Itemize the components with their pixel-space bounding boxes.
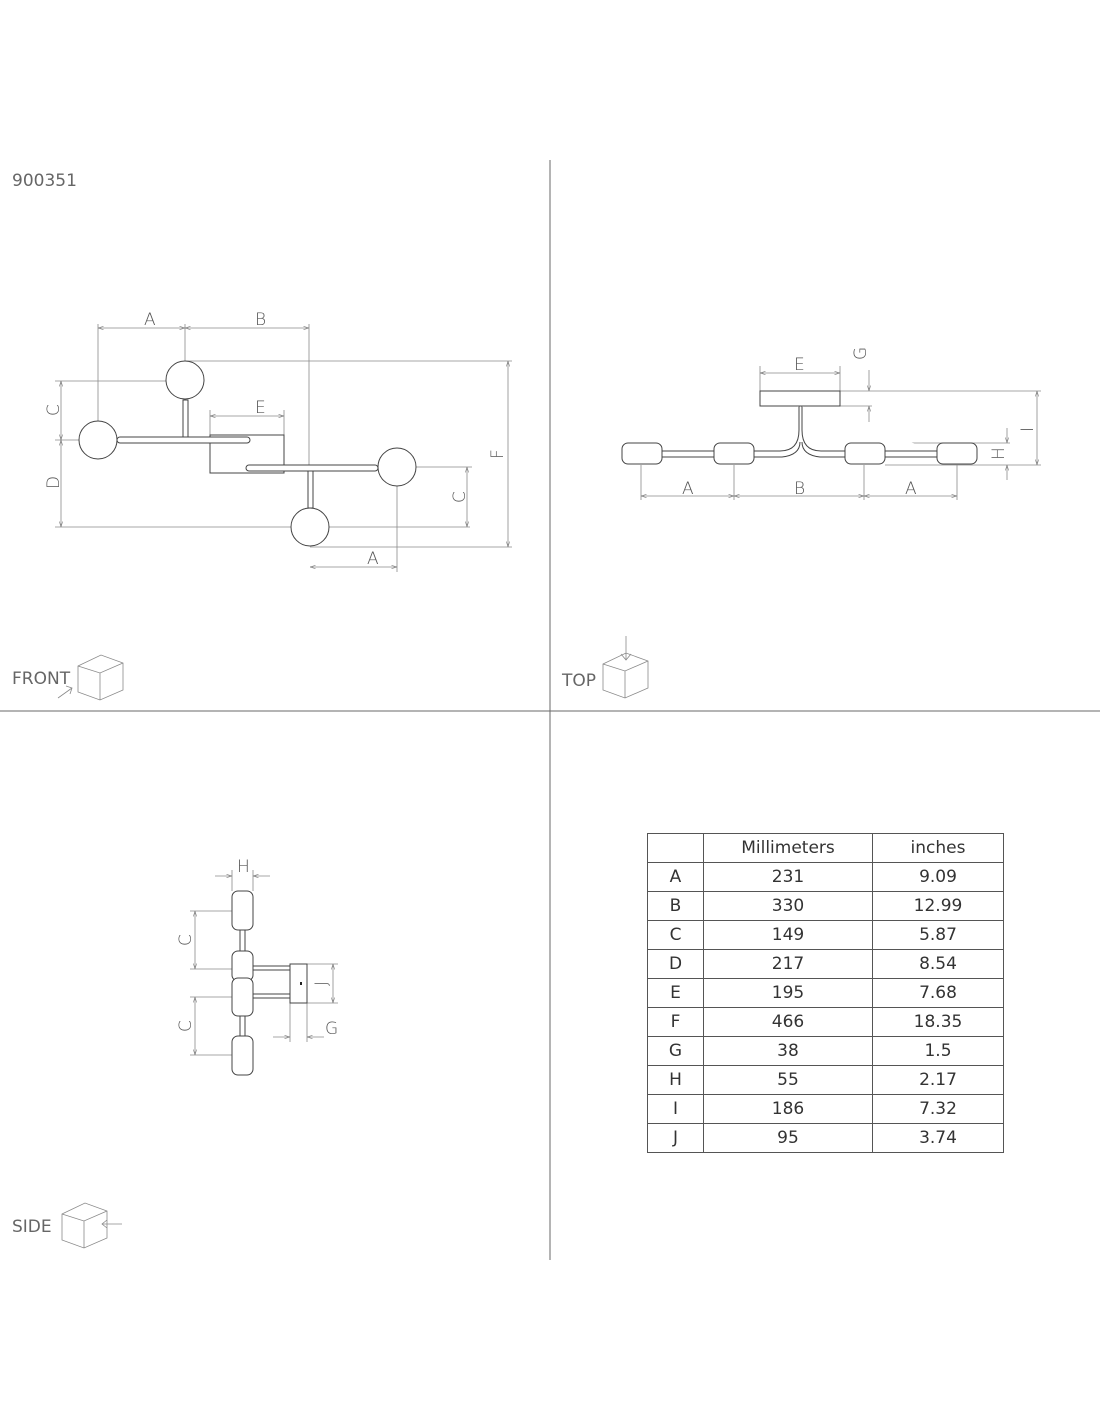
dim-label-h: H — [989, 447, 1009, 460]
inches-value: 9.09 — [872, 862, 1004, 892]
dimension-key: F — [647, 1007, 704, 1037]
product-code: 900351 — [12, 171, 77, 191]
millimeters-value: 186 — [703, 1094, 873, 1124]
globe-shade — [377, 447, 417, 487]
millimeters-value: 231 — [703, 862, 873, 892]
inches-value: 7.68 — [872, 978, 1004, 1008]
millimeters-value: 149 — [703, 920, 873, 950]
millimeters-value: 95 — [703, 1123, 873, 1153]
dimension-key: D — [647, 949, 704, 979]
dim-label-e: E — [255, 398, 266, 418]
dim-label-a: A — [682, 479, 694, 499]
dim-label-c: C — [176, 1020, 196, 1032]
dim-label-a: A — [144, 310, 156, 330]
millimeters-value: 38 — [703, 1036, 873, 1066]
dim-label-j: J — [312, 981, 332, 986]
dim-label-c: C — [44, 404, 64, 416]
dim-label-f: F — [488, 449, 508, 459]
inches-value: 2.17 — [872, 1065, 1004, 1095]
globe-shade — [165, 360, 205, 400]
top-view: E G I H A B A — [621, 347, 1041, 500]
header-inches: inches — [872, 833, 1004, 863]
header-millimeters: Millimeters — [703, 833, 873, 863]
millimeters-value: 55 — [703, 1065, 873, 1095]
table-header-row: Millimeters inches — [647, 833, 1004, 863]
dim-label-i: I — [1018, 427, 1038, 432]
globe-shade — [290, 507, 330, 547]
dimension-key: C — [647, 920, 704, 950]
inches-value: 5.87 — [872, 920, 1004, 950]
dim-label-g: G — [325, 1019, 338, 1039]
dim-label-d: D — [44, 476, 64, 489]
dim-label-e: E — [794, 355, 805, 375]
dimension-key: G — [647, 1036, 704, 1066]
side-view-cube-icon: SIDE — [12, 1202, 122, 1249]
front-view-label: FRONT — [12, 669, 71, 689]
millimeters-value: 195 — [703, 978, 873, 1008]
dim-label-c: C — [450, 491, 470, 503]
header-key — [647, 833, 704, 863]
top-view-cube-icon: TOP — [561, 636, 649, 699]
dim-label-h: H — [237, 857, 250, 877]
inches-value: 18.35 — [872, 1007, 1004, 1037]
dimension-key: B — [647, 891, 704, 921]
inches-value: 3.74 — [872, 1123, 1004, 1153]
dimension-key: I — [647, 1094, 704, 1124]
millimeters-value: 466 — [703, 1007, 873, 1037]
dim-label-a: A — [367, 549, 379, 569]
inches-value: 12.99 — [872, 891, 1004, 921]
top-view-label: TOP — [561, 671, 596, 691]
dimension-key: E — [647, 978, 704, 1008]
dim-label-b: B — [794, 479, 805, 499]
inches-value: 1.5 — [872, 1036, 1004, 1066]
dim-label-b: B — [255, 310, 266, 330]
dimension-key: J — [647, 1123, 704, 1153]
globe-shade — [78, 420, 118, 460]
dim-label-g: G — [851, 347, 871, 360]
millimeters-value: 330 — [703, 891, 873, 921]
side-view-label: SIDE — [12, 1217, 52, 1237]
front-view: A B E A C D C F — [44, 310, 512, 572]
millimeters-value: 217 — [703, 949, 873, 979]
side-view: H C C J G — [176, 857, 338, 1076]
inches-value: 7.32 — [872, 1094, 1004, 1124]
dim-label-a: A — [905, 479, 917, 499]
dim-label-c: C — [176, 934, 196, 946]
inches-value: 8.54 — [872, 949, 1004, 979]
dimension-key: A — [647, 862, 704, 892]
dimension-key: H — [647, 1065, 704, 1095]
front-view-cube-icon: FRONT — [12, 654, 124, 701]
